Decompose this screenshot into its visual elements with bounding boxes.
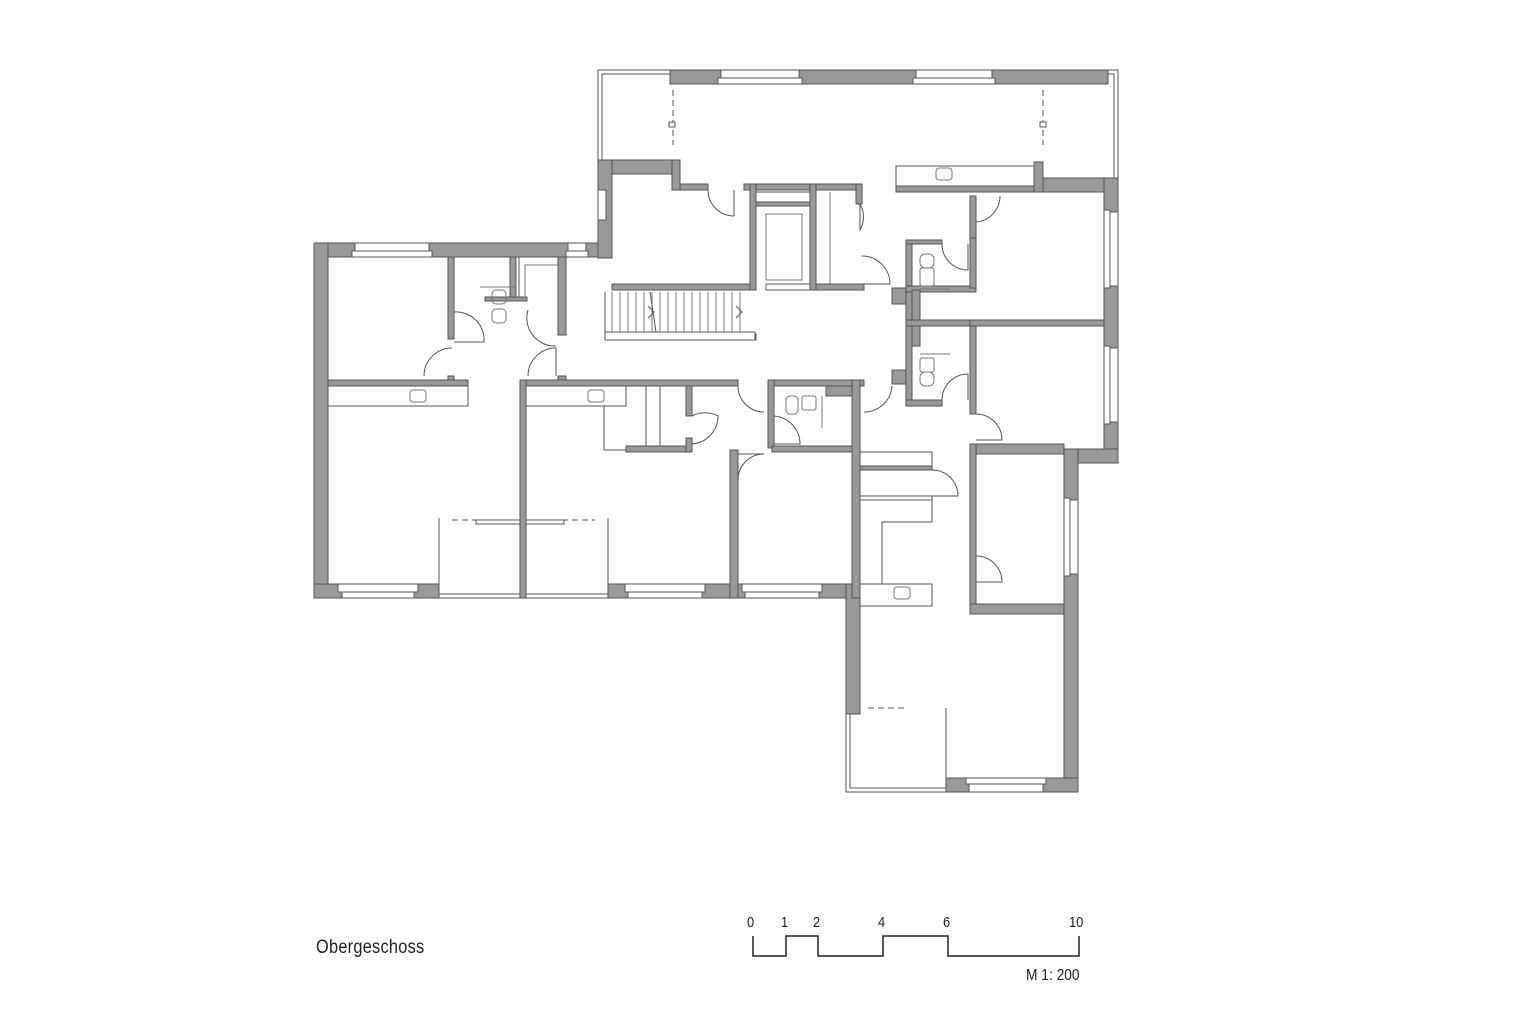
scale-bar [752, 935, 1080, 957]
door-swings [423, 189, 1003, 583]
floor-title: Obergeschoss [316, 937, 425, 958]
windows [337, 189, 1119, 793]
staircase [604, 291, 757, 341]
top-loggia [597, 69, 1119, 178]
scale-tick-6: 6 [943, 914, 951, 931]
scale-tick-10: 10 [1069, 914, 1084, 931]
scale-tick-4: 4 [878, 914, 886, 931]
scale-tick-2: 2 [813, 914, 821, 931]
scale-tick-1: 1 [781, 914, 789, 931]
exterior-walls [313, 159, 1119, 793]
scale-tick-0: 0 [747, 914, 755, 931]
interior-walls [327, 159, 1105, 615]
scale-ratio: M 1: 200 [1026, 967, 1080, 984]
